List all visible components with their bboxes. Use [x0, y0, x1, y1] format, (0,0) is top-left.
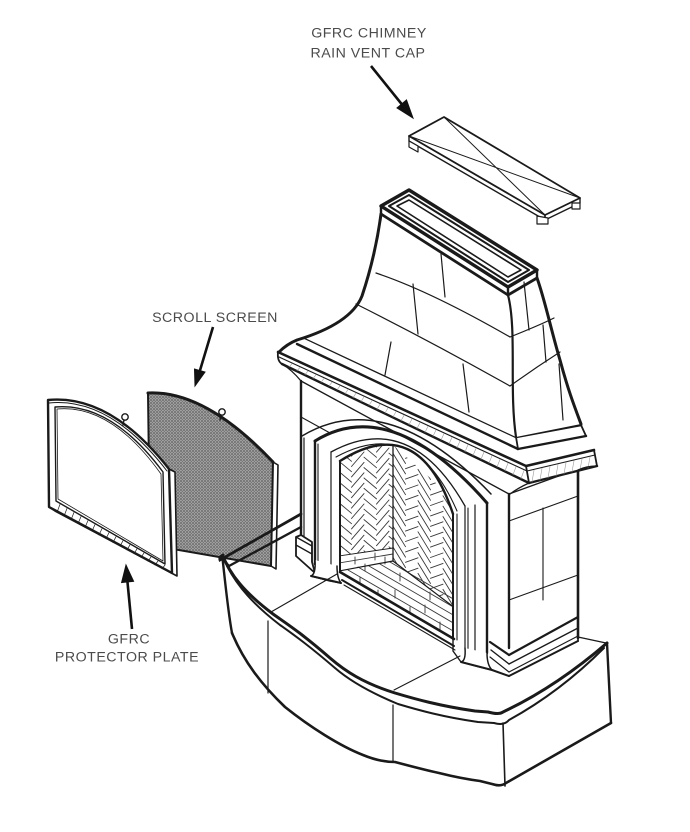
svg-text:RAIN VENT CAP: RAIN VENT CAP	[310, 46, 425, 62]
svg-text:GFRC CHIMNEY: GFRC CHIMNEY	[311, 26, 427, 42]
svg-text:SCROLL SCREEN: SCROLL SCREEN	[152, 310, 278, 326]
svg-text:GFRC: GFRC	[108, 632, 150, 648]
svg-text:PROTECTOR PLATE: PROTECTOR PLATE	[55, 650, 199, 666]
